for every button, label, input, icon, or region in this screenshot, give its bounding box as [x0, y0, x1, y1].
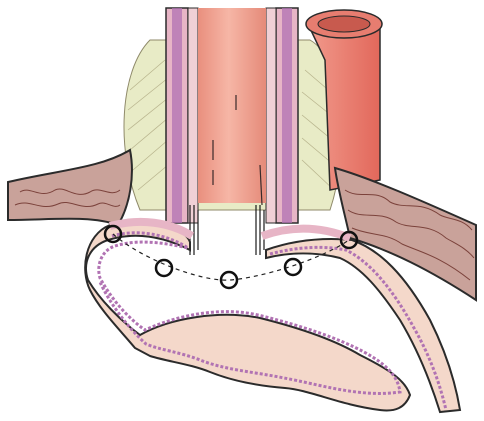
- tube-left-wall: [166, 8, 198, 223]
- abdominal-wall-left: [8, 150, 132, 225]
- abdominal-wall-right: [335, 168, 476, 300]
- anastomosis-band-right: [262, 229, 350, 238]
- tube-lumen: [198, 8, 266, 203]
- tube-right-wall: [266, 8, 298, 223]
- staple-line-right: [256, 205, 264, 255]
- suture-marker: [156, 260, 172, 276]
